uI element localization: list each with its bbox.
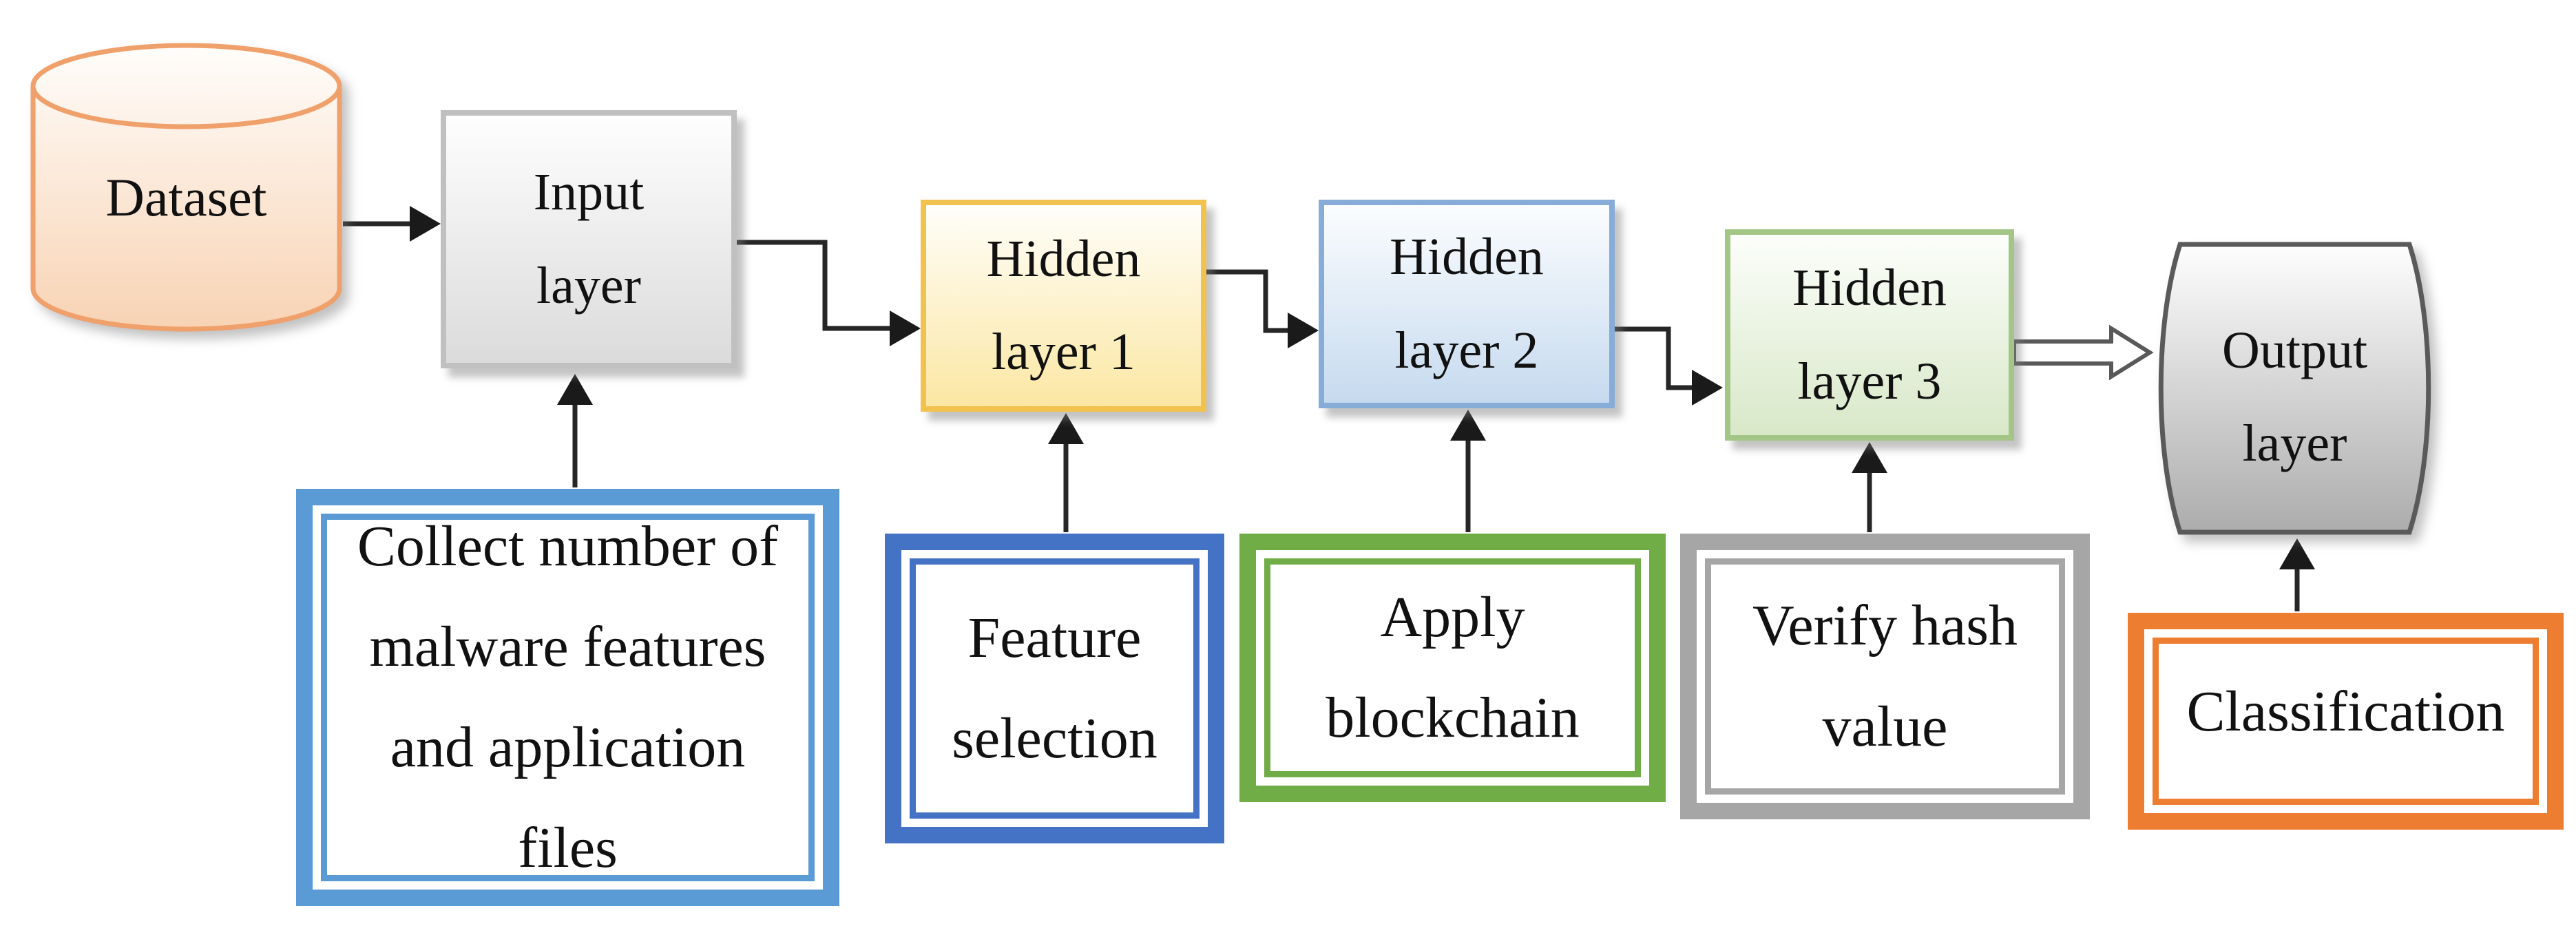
verify-hash-inner-frame: Verify hash value: [1705, 558, 2065, 795]
arrowhead-input-hidden1: [890, 311, 921, 346]
block-arrow-hidden3-output: [2012, 324, 2154, 381]
classification-label: Classification: [2186, 680, 2505, 744]
feature-selection-inner-frame: Feature selection: [910, 558, 1200, 819]
feature-selection-label: Feature selection: [952, 605, 1158, 770]
collect-files-label: Collect number of malware features and a…: [357, 514, 779, 881]
input-layer-label: Input layer: [533, 163, 645, 315]
dataset-cylinder-shape: [30, 43, 342, 332]
arrowhead-hidden1-hidden2: [1288, 313, 1319, 348]
input-layer-box: Input layer: [441, 110, 737, 368]
edge-hidden1-hidden2-line: [1206, 269, 1289, 333]
hidden-layer-2-label: Hidden layer 2: [1390, 228, 1544, 379]
arrowhead-dataset-input: [410, 206, 441, 242]
arrowhead-collect-input: [557, 374, 593, 405]
verify-hash-box: Verify hash value: [1680, 534, 2090, 819]
dataset-cylinder: Dataset: [30, 41, 343, 334]
apply-blockchain-inner-frame: Apply blockchain: [1264, 558, 1641, 777]
classification-inner-frame: Classification: [2153, 638, 2539, 805]
hidden-layer-2-box: Hidden layer 2: [1319, 200, 1615, 408]
output-layer-barrel: Output layer: [2148, 241, 2441, 536]
edge-hidden2-hidden3-line: [1615, 326, 1693, 390]
verify-hash-label: Verify hash value: [1752, 593, 2018, 759]
classification-box: Classification: [2128, 613, 2564, 830]
output-layer-shape: [2158, 242, 2431, 535]
hidden-layer-1-label: Hidden layer 1: [986, 229, 1141, 381]
hidden-layer-1-box: Hidden layer 1: [921, 200, 1206, 412]
apply-blockchain-label: Apply blockchain: [1326, 585, 1580, 750]
hidden-layer-3-box: Hidden layer 3: [1725, 229, 2014, 441]
collect-files-inner-frame: Collect number of malware features and a…: [321, 514, 815, 881]
arrowhead-classification-output: [2279, 538, 2315, 569]
collect-files-box: Collect number of malware features and a…: [296, 489, 839, 906]
dataset-label: Dataset: [105, 167, 267, 227]
arrowhead-feature-hidden1: [1048, 413, 1084, 444]
arrowhead-hash-hidden3: [1852, 442, 1887, 473]
output-layer-label: Output layer: [2221, 321, 2368, 472]
arrowhead-hidden2-hidden3: [1692, 370, 1723, 406]
edge-input-hidden1-line: [737, 240, 891, 331]
hidden-layer-3-label: Hidden layer 3: [1792, 259, 1947, 410]
arrowhead-blockchain-hidden2: [1450, 410, 1486, 441]
apply-blockchain-box: Apply blockchain: [1239, 534, 1666, 802]
feature-selection-box: Feature selection: [885, 534, 1224, 843]
